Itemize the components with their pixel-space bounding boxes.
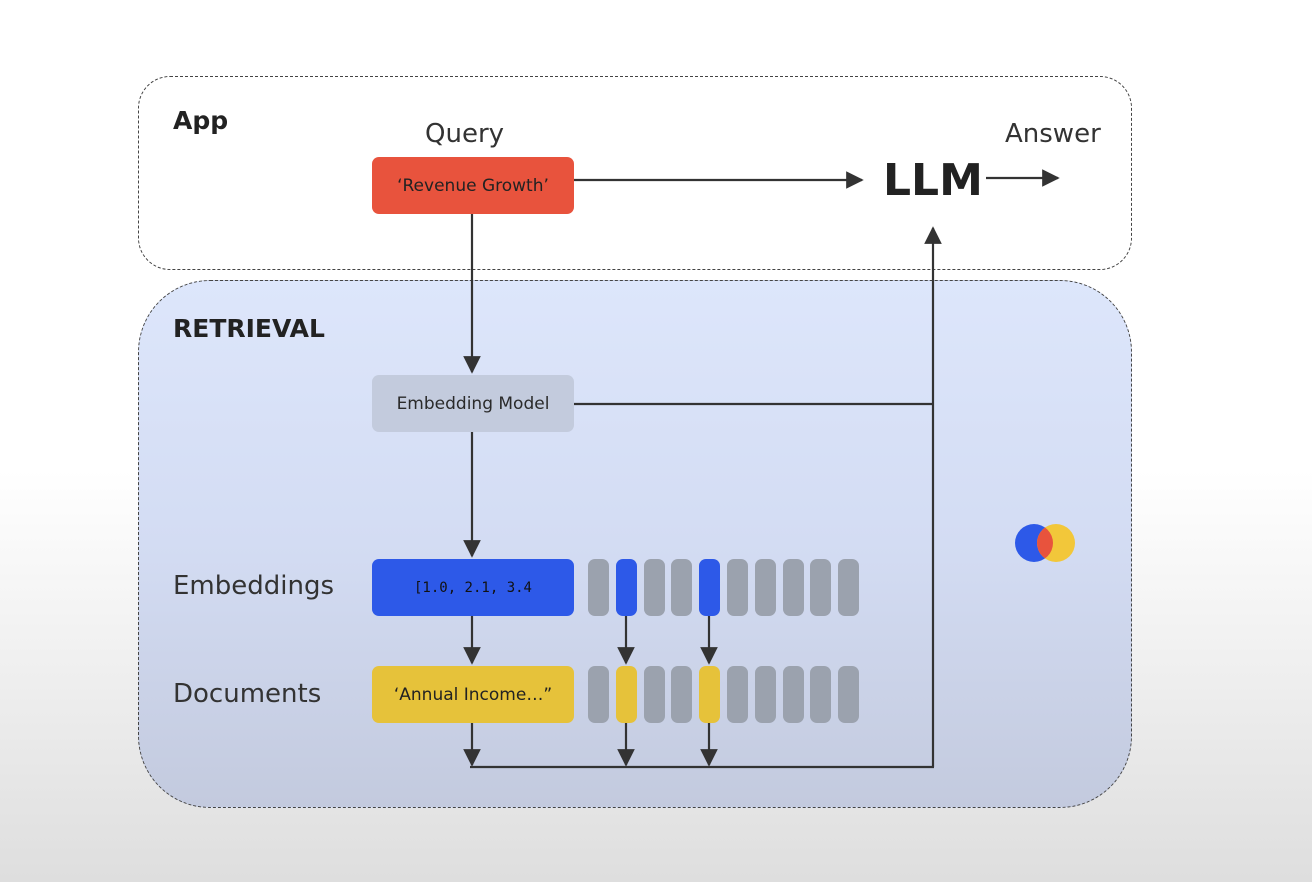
overlapping-circles-logo-icon (1015, 524, 1075, 562)
documents-label: Documents (173, 679, 322, 709)
app-title: App (173, 106, 229, 135)
embedding-cell-10 (838, 559, 860, 616)
embedding-vector-box: [1.0, 2.1, 3.4 (372, 559, 574, 616)
embedding-cell-9 (810, 559, 832, 616)
query-label: Query (425, 119, 505, 149)
retrieval-title: RETRIEVAL (173, 314, 325, 343)
query-box: ‘Revenue Growth’ (372, 157, 574, 214)
answer-label: Answer (1005, 119, 1101, 149)
embedding-cell-8 (782, 559, 804, 616)
embedding-cell-3 (643, 559, 665, 616)
document-cell-6 (727, 666, 748, 723)
document-cell-1 (588, 666, 609, 723)
embedding-cell-4 (671, 559, 693, 616)
embedding-cell-2 (615, 559, 637, 616)
document-cell-7 (754, 666, 776, 723)
embedding-cell-6 (727, 559, 748, 616)
embedding-model-box: Embedding Model (372, 375, 574, 432)
document-cell-2 (615, 666, 637, 723)
llm-label: LLM (883, 155, 983, 206)
app-panel (138, 76, 1132, 270)
document-cell-4 (671, 666, 693, 723)
document-box: ‘Annual Income…” (372, 666, 574, 723)
embedding-cell-7 (754, 559, 776, 616)
document-cell-10 (838, 666, 860, 723)
document-cell-3 (643, 666, 665, 723)
embeddings-label: Embeddings (173, 571, 335, 601)
document-cell-8 (782, 666, 804, 723)
embedding-cell-5 (699, 559, 721, 616)
embedding-cell-1 (588, 559, 609, 616)
document-cell-9 (810, 666, 832, 723)
document-cell-5 (699, 666, 721, 723)
